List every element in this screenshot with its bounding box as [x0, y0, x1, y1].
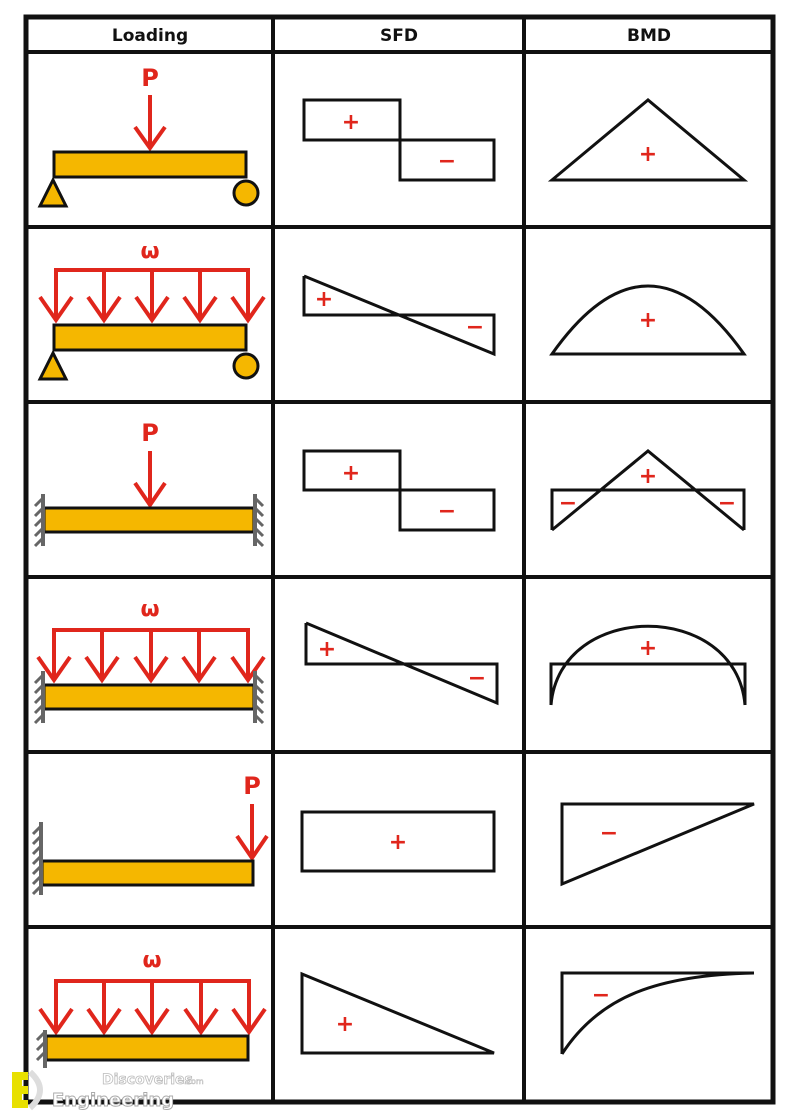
- beam: [52, 323, 248, 352]
- row-6-loading: ω: [35, 948, 267, 1068]
- point-load-arrow-icon: [133, 451, 167, 509]
- watermark-line1: Discoveries: [102, 1072, 193, 1088]
- sign-negative: −: [438, 149, 456, 174]
- roller-support-icon: [232, 179, 260, 207]
- sign-negative: −: [592, 983, 610, 1008]
- sign-positive: +: [342, 110, 360, 135]
- sign-positive: +: [639, 464, 657, 489]
- load-label: ω: [140, 239, 159, 264]
- row-6-bmd: −: [560, 971, 755, 1055]
- fixed-support-left-icon: [35, 1030, 47, 1068]
- beam: [40, 859, 255, 887]
- logo-d-icon: [27, 1069, 43, 1111]
- beam: [52, 150, 248, 179]
- beam: [42, 506, 256, 534]
- fixed-support-left-icon: [33, 492, 45, 548]
- sign-negative: −: [468, 666, 486, 691]
- watermark-line2: Engineering: [52, 1090, 174, 1111]
- point-load-arrow-icon: [133, 95, 167, 152]
- header-loading: Loading: [112, 26, 188, 46]
- row-3-sfd: + −: [302, 449, 496, 532]
- fixed-support-right-icon: [253, 492, 265, 548]
- sign-positive: +: [336, 1012, 354, 1037]
- roller-support-icon: [232, 352, 260, 380]
- sign-positive: +: [639, 636, 657, 661]
- sign-negative: −: [559, 491, 577, 516]
- load-label: ω: [142, 948, 161, 973]
- sign-positive: +: [342, 461, 360, 486]
- sign-negative: −: [718, 491, 736, 516]
- udl-arrows-icon: [38, 268, 266, 324]
- row-3-bmd: + − −: [550, 449, 746, 532]
- row-5-bmd: −: [560, 802, 755, 887]
- row-5-sfd: +: [300, 810, 496, 873]
- logo-e-icon: [12, 1072, 28, 1108]
- header-bmd: BMD: [627, 26, 671, 46]
- fixed-support-right-icon: [253, 669, 265, 725]
- load-label: ω: [140, 597, 159, 622]
- sign-negative: −: [466, 315, 484, 340]
- watermark-line1-suffix: .com: [184, 1077, 204, 1086]
- row-3-loading: P: [33, 419, 265, 548]
- row-4-loading: ω: [33, 597, 266, 725]
- row-6-sfd: +: [300, 971, 495, 1055]
- row-4-bmd: +: [549, 624, 747, 706]
- row-4-sfd: + −: [304, 621, 499, 706]
- row-1-loading: P: [37, 64, 260, 208]
- pin-support-icon: [37, 176, 69, 208]
- sign-positive: +: [639, 308, 657, 333]
- load-label: P: [141, 64, 159, 92]
- watermark-logo: Discoveries .com Engineering: [12, 1069, 204, 1111]
- load-label: P: [141, 419, 159, 447]
- table-frame: [23, 14, 776, 1105]
- sign-positive: +: [389, 830, 407, 855]
- row-2-bmd: +: [549, 284, 747, 356]
- row-2-sfd: + −: [302, 274, 496, 357]
- udl-arrows-icon: [38, 979, 267, 1036]
- beam: [42, 683, 256, 711]
- sign-positive: +: [318, 637, 336, 662]
- sign-negative: −: [600, 821, 618, 846]
- beam: [44, 1034, 250, 1062]
- udl-arrows-icon: [36, 628, 266, 684]
- row-2-loading: ω: [37, 239, 266, 381]
- row-5-loading: P: [31, 772, 269, 896]
- fixed-support-left-icon: [31, 822, 43, 896]
- sign-positive: +: [315, 287, 333, 312]
- row-1-bmd: +: [547, 98, 749, 182]
- pin-support-icon: [37, 349, 69, 381]
- load-label: P: [243, 772, 261, 800]
- row-1-sfd: + −: [302, 98, 496, 182]
- header-sfd: SFD: [380, 26, 418, 46]
- point-load-arrow-icon: [235, 804, 269, 862]
- fixed-support-left-icon: [33, 669, 45, 725]
- sign-positive: +: [639, 142, 657, 167]
- sign-negative: −: [438, 499, 456, 524]
